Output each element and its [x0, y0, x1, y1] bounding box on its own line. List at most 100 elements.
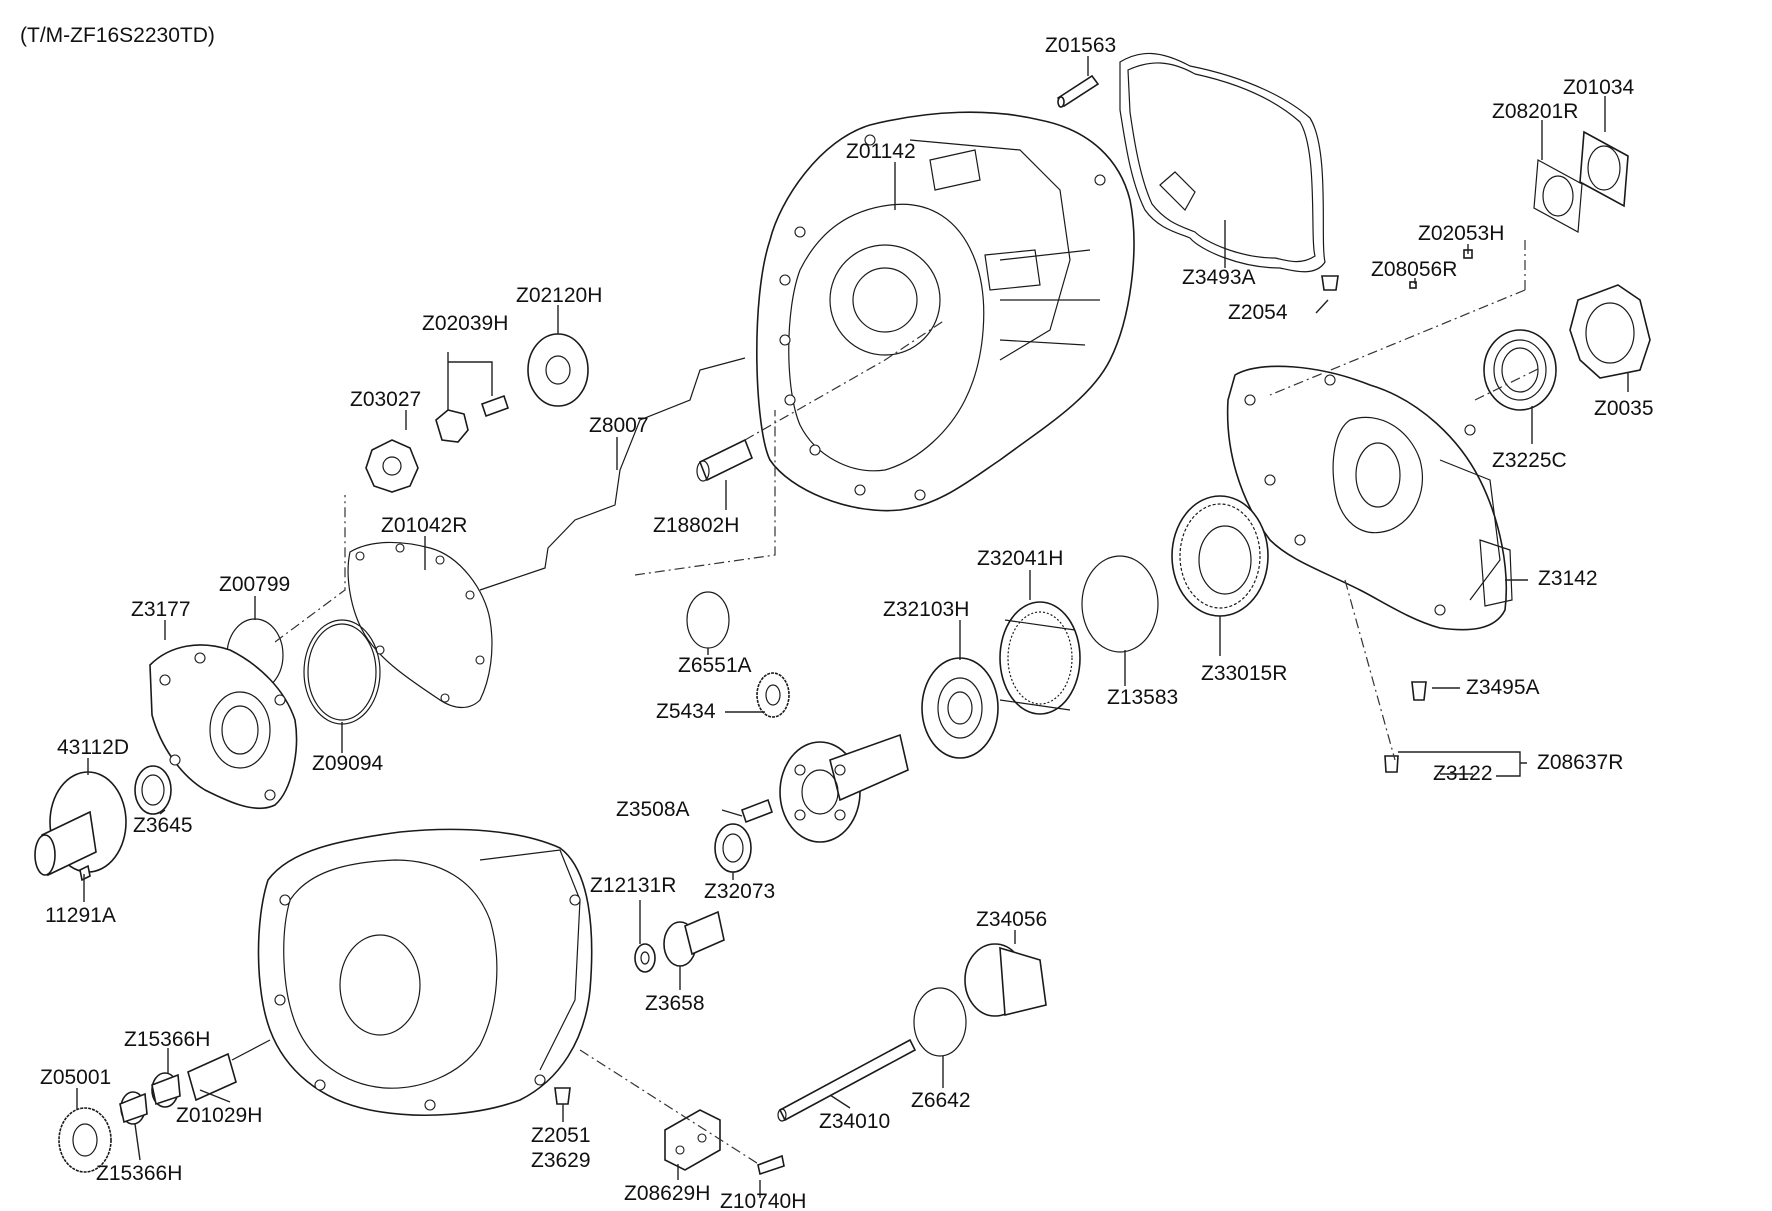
part-label[interactable]: Z3177 — [131, 598, 191, 621]
part-label[interactable]: Z33015R — [1201, 662, 1287, 685]
part-label[interactable]: Z32073 — [704, 880, 775, 903]
part-ring-z6551a — [686, 591, 730, 649]
part-shift-rod — [777, 1038, 917, 1122]
part-label[interactable]: 43112D — [57, 736, 129, 759]
part-label[interactable]: Z32103H — [883, 598, 969, 621]
part-label[interactable]: Z3225C — [1492, 449, 1567, 472]
part-label[interactable]: Z05001 — [40, 1066, 111, 1089]
part-label[interactable]: 11291A — [45, 904, 116, 927]
assembly-line-7 — [579, 1049, 761, 1166]
part-label[interactable]: Z6551A — [678, 654, 752, 677]
diagram-title: (T/M-ZF16S2230TD) — [20, 24, 215, 47]
part-label[interactable]: Z08056R — [1371, 258, 1457, 281]
part-gear-z05001 — [58, 1107, 112, 1173]
part-label[interactable]: Z0035 — [1594, 397, 1654, 420]
part-labels: Z01563 Z01034 Z08201R Z01142 Z02053H Z08… — [40, 34, 1654, 1211]
part-label[interactable]: Z10740H — [720, 1190, 806, 1211]
part-label[interactable]: Z01029H — [176, 1104, 262, 1127]
part-pump-rotor — [365, 439, 419, 493]
part-label[interactable]: Z12131R — [590, 874, 676, 897]
part-label[interactable]: Z2054 — [1228, 301, 1288, 324]
part-nut-z0035 — [1569, 284, 1651, 379]
part-label[interactable]: Z02120H — [516, 284, 602, 307]
part-label[interactable]: Z01042R — [381, 514, 467, 537]
part-pump-gasket — [347, 541, 493, 709]
part-guide-sleeve — [34, 771, 127, 877]
part-pump-housing — [149, 644, 298, 810]
parts-drawing — [34, 52, 1651, 1176]
part-label[interactable]: Z3493A — [1182, 266, 1256, 289]
part-label[interactable]: Z01142 — [846, 140, 916, 163]
part-label[interactable]: Z32041H — [977, 547, 1063, 570]
part-dowel-pin — [1056, 74, 1100, 108]
part-release-sleeve — [663, 910, 725, 967]
part-bolt-11291a — [79, 864, 91, 882]
part-ring-gear — [999, 601, 1081, 715]
part-bearing-z3225c — [1483, 329, 1557, 411]
part-front-housing — [257, 828, 593, 1116]
part-label[interactable]: Z09094 — [312, 752, 384, 775]
leader-lines — [76, 56, 1629, 1198]
part-label[interactable]: Z01563 — [1045, 34, 1116, 57]
part-interlock-block — [664, 1109, 721, 1171]
part-label[interactable]: Z15366H — [124, 1028, 210, 1051]
part-breather-z2051 — [554, 1087, 571, 1105]
part-oil-pipe — [479, 357, 746, 591]
part-bearing-z15366h-lower — [119, 1091, 148, 1125]
part-label[interactable]: Z08629H — [624, 1182, 710, 1205]
part-label[interactable]: Z00799 — [219, 573, 290, 596]
assembly-line-1 — [274, 495, 346, 643]
part-label[interactable]: Z6642 — [911, 1089, 971, 1112]
part-label[interactable]: Z3495A — [1466, 676, 1540, 699]
part-planet-pin — [740, 798, 774, 824]
part-bolt-z10740h — [757, 1154, 785, 1176]
part-nut-z12131r — [634, 943, 656, 973]
part-label[interactable]: Z13583 — [1107, 686, 1178, 709]
part-rear-housing — [1226, 365, 1513, 631]
part-pump-gear — [435, 409, 469, 443]
part-label[interactable]: Z3122 — [1433, 762, 1493, 785]
assembly-line-6 — [1474, 367, 1541, 401]
part-label[interactable]: Z08201R — [1492, 100, 1578, 123]
assembly-line-2 — [1269, 240, 1526, 396]
part-label[interactable]: Z08637R — [1537, 751, 1623, 774]
part-case-gasket — [1119, 52, 1326, 273]
part-carrier-plate — [921, 657, 999, 759]
part-snap-ring-z13583 — [1081, 555, 1159, 653]
part-o-ring-z09094 — [303, 619, 381, 725]
part-label[interactable]: Z02039H — [422, 312, 508, 335]
part-shaft-z01029h — [187, 1039, 271, 1102]
part-label[interactable]: Z3645 — [133, 814, 193, 837]
part-synchro-gear — [1171, 495, 1269, 617]
part-cover-plate — [1533, 130, 1629, 233]
part-bearing-z15366h-upper — [151, 1072, 181, 1108]
part-label[interactable]: Z3629 — [531, 1149, 591, 1172]
part-label[interactable]: Z01034 — [1563, 76, 1635, 99]
part-label[interactable]: Z34056 — [976, 908, 1047, 931]
part-pump-disc — [527, 333, 589, 407]
part-label[interactable]: Z3658 — [645, 992, 705, 1015]
part-label[interactable]: Z15366H — [96, 1162, 182, 1185]
part-oil-filter — [696, 438, 754, 482]
part-label[interactable]: Z2051 — [531, 1124, 591, 1147]
assembly-line-4 — [634, 410, 776, 576]
part-oil-seal-z3645 — [134, 765, 172, 815]
part-label[interactable]: Z03027 — [350, 388, 421, 411]
part-planet-gear — [756, 672, 790, 718]
assembly-line-5 — [744, 319, 946, 441]
assembly-line-3 — [1344, 579, 1396, 761]
part-label[interactable]: Z34010 — [819, 1110, 890, 1133]
part-label[interactable]: Z02053H — [1418, 222, 1504, 245]
part-label[interactable]: Z3142 — [1538, 567, 1598, 590]
part-pump-pin — [480, 394, 510, 418]
part-main-housing — [756, 111, 1135, 512]
part-label[interactable]: Z8007 — [589, 414, 649, 437]
part-label[interactable]: Z5434 — [656, 700, 716, 723]
part-needle-bearing — [714, 823, 752, 873]
part-label[interactable]: Z18802H — [653, 514, 739, 537]
part-planet-carrier — [779, 733, 909, 843]
part-label[interactable]: Z3508A — [616, 798, 690, 821]
part-shift-cylinder — [964, 943, 1047, 1017]
part-gasket-z6642 — [913, 987, 967, 1057]
